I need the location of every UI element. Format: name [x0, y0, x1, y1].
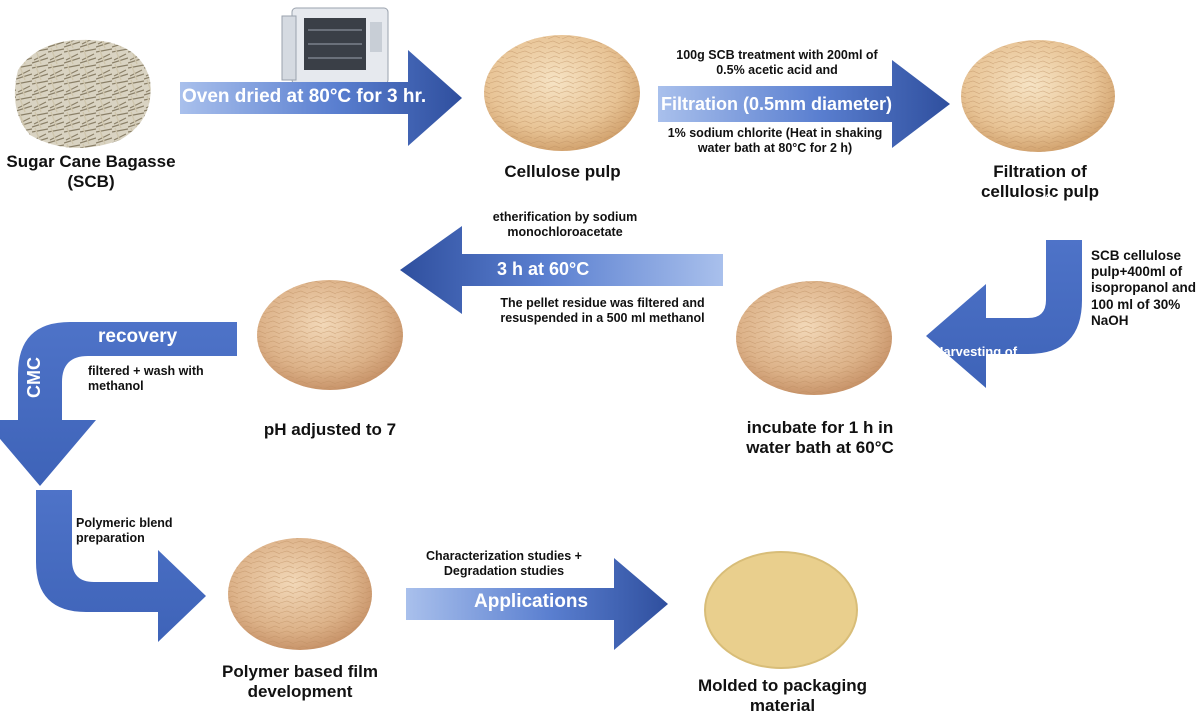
naoh-note: SCB cellulose pulp+400ml of isopropanol … [1091, 248, 1197, 328]
ph-pulp-image [257, 280, 403, 390]
node-filtration-label: Filtration of cellulosic pulp [980, 162, 1100, 202]
oven-icon [281, 7, 389, 90]
polymeric-blend-arrow [36, 490, 206, 642]
cellulose-pulp-image [484, 35, 640, 151]
wash-note: filtered + wash with methanol [88, 364, 204, 393]
cmc-label: CMC [24, 357, 44, 398]
applications-label: Applications [474, 591, 589, 612]
filtration-arrow-label: Filtration (0.5mm diameter) [661, 94, 893, 114]
etherification-arrow [400, 226, 723, 314]
three-h-label: 3 h at 60°C [497, 259, 590, 279]
oven-arrow [180, 50, 462, 146]
bagasse-image [14, 39, 151, 148]
node-cellulose-pulp-label: Cellulose pulp [504, 162, 621, 181]
node-incubate-label: incubate for 1 h in water bath at 60°C [746, 418, 894, 458]
polymer-film-image [228, 538, 372, 650]
blend-note: Polymeric blend preparation [76, 516, 173, 545]
harvesting-label: Harvesting of [934, 344, 1018, 359]
filtration-arrow [658, 60, 950, 148]
pellet-note: The pellet residue was filtered and resu… [500, 296, 705, 325]
molded-packaging-image [704, 551, 858, 669]
characterization-note: Characterization studies + Degradation s… [426, 549, 582, 578]
applications-arrow [406, 558, 668, 650]
etherification-note: etherification by sodium monochloroaceta… [492, 210, 638, 239]
node-molded-label: Molded to packaging material [697, 676, 868, 716]
treatment-bottom-note: 1% sodium chlorite (Heat in shaking wate… [667, 126, 883, 155]
recovery-label: recovery [98, 326, 178, 347]
node-film-label: Polymer based film development [222, 662, 378, 702]
incubate-pulp-image [736, 281, 892, 395]
treatment-top-note: 100g SCB treatment with 200ml of 0.5% ac… [676, 48, 878, 77]
recovery-arrow [0, 322, 237, 486]
filtration-pulp-image [961, 40, 1115, 152]
harvesting-arrow [926, 240, 1082, 388]
oven-arrow-label: Oven dried at 80°C for 3 hr. [182, 86, 427, 107]
node-ph-label: pH adjusted to 7 [263, 420, 397, 439]
node-scb-label: Sugar Cane Bagasse (SCB) [6, 152, 176, 192]
